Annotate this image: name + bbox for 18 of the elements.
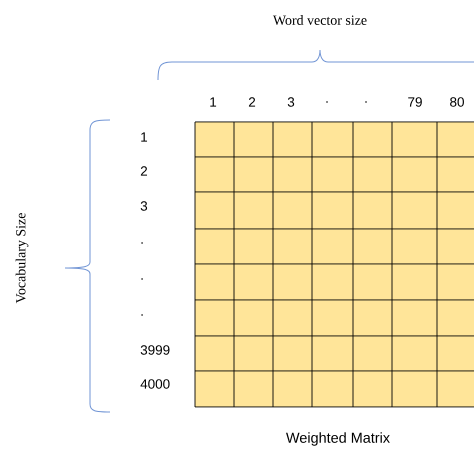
column-number: 3 bbox=[288, 97, 294, 107]
column-number: 80 bbox=[450, 97, 464, 107]
column-number: 79 bbox=[408, 97, 422, 107]
caption: Weighted Matrix bbox=[286, 432, 390, 446]
column-number: . bbox=[365, 101, 367, 103]
column-number: 1 bbox=[210, 97, 216, 107]
row-number: 4000 bbox=[140, 379, 170, 389]
column-number: 2 bbox=[248, 97, 256, 107]
row-number: 3 bbox=[140, 201, 148, 211]
row-number: . bbox=[141, 314, 143, 316]
row-number: 2 bbox=[140, 166, 148, 176]
row-number: 3999 bbox=[140, 345, 170, 355]
axis-title: Vocabulary Size bbox=[16, 213, 28, 304]
row-number: . bbox=[141, 242, 143, 244]
row-number: . bbox=[141, 278, 143, 280]
axis-title: Word vector size bbox=[272, 15, 367, 25]
row-number: 1 bbox=[141, 132, 148, 142]
column-number: . bbox=[326, 101, 328, 103]
